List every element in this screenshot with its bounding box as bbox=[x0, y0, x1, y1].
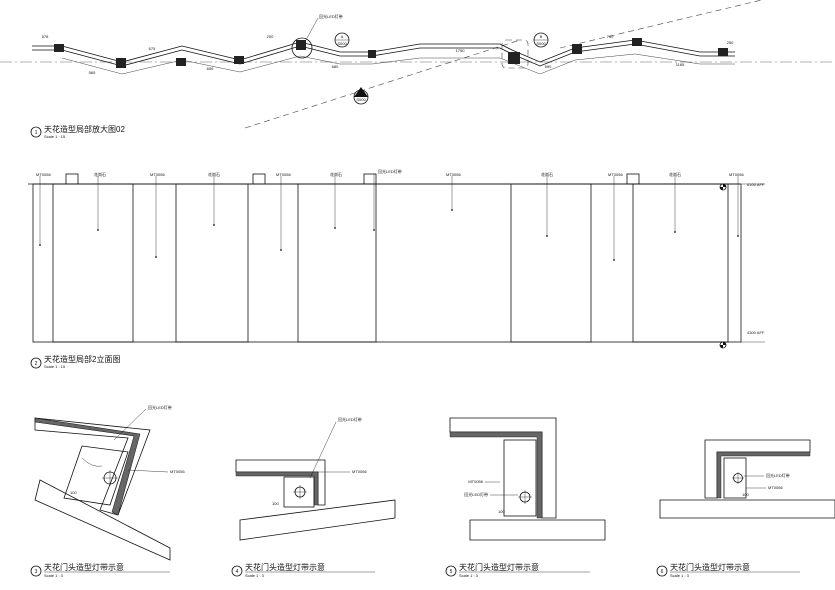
detail-5-title: 天花门头造型灯带示意 bbox=[459, 562, 539, 572]
detail-4-mt-label: MT0056 bbox=[352, 469, 367, 474]
elev-mt-3: MT0056 bbox=[276, 172, 291, 177]
detail-3: 回光LED灯带 MT0056 100 3 天花门头造型灯带示意 Scale 1 … bbox=[30, 404, 185, 578]
led-label-1: 回光LED灯带 bbox=[319, 13, 343, 19]
detail-6-dim: 100 bbox=[742, 492, 749, 497]
level-marker-top: 6100 AFF bbox=[719, 182, 765, 191]
detail-4-title: 天花门头造型灯带示意 bbox=[245, 562, 325, 572]
elev-led-label: 回光LED灯带 bbox=[378, 168, 402, 174]
detail-6-led-label: 回光LED灯带 bbox=[766, 472, 790, 478]
detail-5: MT0056 回光LED灯带 100 5 天花门头造型灯带示意 Scale 1 … bbox=[445, 417, 606, 578]
dim-bottom-3: 680 bbox=[332, 64, 339, 69]
drawing-1-title-block: 1 天花造型局部放大图02 Scale 1 : 15 bbox=[30, 124, 125, 139]
section-marker-b: B S000 bbox=[533, 32, 549, 48]
level-top-label: 6100 AFF bbox=[747, 182, 765, 187]
section-marker-b-bottom: S000 bbox=[536, 41, 546, 46]
detail-4: 回光LED灯带 MT0056 100 4 天花门头造型灯带示意 Scale 1 … bbox=[231, 416, 396, 578]
dim-top-4: 1750 bbox=[456, 48, 466, 53]
ceiling-profile bbox=[32, 39, 735, 75]
elev-stone-1: 花岗石 bbox=[94, 171, 106, 177]
elev-stone-4: 花岗石 bbox=[541, 171, 553, 177]
section-marker-c: S000 bbox=[353, 87, 369, 105]
section-marker-c-label: S000 bbox=[356, 97, 366, 102]
detail-4-scale: Scale 1 : 3 bbox=[245, 573, 265, 578]
level-bottom-label: 4300 AFF bbox=[747, 330, 765, 335]
dim-bottom-4: 590 bbox=[545, 64, 552, 69]
elevation-labels: MT0056 花岗石 MT0056 花岗石 MT0056 花岗石 回光LED灯带… bbox=[36, 168, 744, 261]
drawing-2-scale: Scale 1 : 15 bbox=[44, 364, 66, 369]
dim-top-1: 578 bbox=[42, 34, 49, 39]
detail-5-mt-label: MT0056 bbox=[468, 479, 483, 484]
detail-3-mt-label: MT0056 bbox=[170, 469, 185, 474]
guide-line-2 bbox=[559, 0, 763, 49]
detail-3-title: 天花门头造型灯带示意 bbox=[44, 562, 124, 572]
detail-3-dim: 100 bbox=[70, 490, 77, 495]
section-marker-b-top: B bbox=[540, 34, 543, 39]
detail-bubble-1 bbox=[291, 37, 313, 59]
light-box-nodes bbox=[54, 38, 728, 68]
drawing-2-title: 天花造型局部2立面图 bbox=[44, 354, 120, 364]
dim-bottom-1: 565 bbox=[89, 70, 96, 75]
elev-stone-3: 花岗石 bbox=[330, 171, 342, 177]
detail-3-number: 3 bbox=[35, 569, 38, 575]
drawing-1-number: 1 bbox=[35, 130, 38, 136]
section-marker-a: A S000 bbox=[334, 32, 350, 48]
elev-stone-2: 花岗石 bbox=[208, 171, 220, 177]
drawing-1-scale: Scale 1 : 15 bbox=[44, 134, 66, 139]
detail-4-number: 4 bbox=[236, 569, 239, 575]
dim-bottom-2: 650 bbox=[207, 66, 214, 71]
dim-top-2: 675 bbox=[149, 46, 156, 51]
detail-6-scale: Scale 1 : 3 bbox=[670, 573, 690, 578]
drawing-2-title-block: 2 天花造型局部2立面图 Scale 1 : 15 bbox=[30, 354, 120, 369]
level-marker-bottom: 4300 AFF bbox=[719, 330, 765, 349]
drawing-1-plan: A S000 B S000 S000 回光LED灯带 578 675 200 1… bbox=[0, 0, 835, 139]
plan-dimensions: 578 675 200 1750 740 250 565 650 680 590… bbox=[42, 34, 734, 75]
dim-bottom-5: 1165 bbox=[676, 62, 685, 67]
section-marker-a-bottom: S000 bbox=[337, 41, 347, 46]
detail-6-title: 天花门头造型灯带示意 bbox=[670, 562, 750, 572]
detail-5-dim: 100 bbox=[498, 509, 505, 514]
led-leader-1 bbox=[305, 17, 319, 41]
drawing-2-number: 2 bbox=[35, 361, 38, 367]
drawing-1-title: 天花造型局部放大图02 bbox=[44, 124, 125, 134]
detail-4-dim: 100 bbox=[272, 501, 279, 506]
dim-top-6: 250 bbox=[727, 40, 734, 45]
drawing-2-elevation: MT0056 花岗石 MT0056 花岗石 MT0056 花岗石 回光LED灯带… bbox=[28, 168, 765, 369]
detail-3-scale: Scale 1 : 3 bbox=[44, 573, 64, 578]
dim-top-5: 740 bbox=[607, 34, 614, 39]
elev-mt-2: MT0056 bbox=[150, 172, 165, 177]
detail-3-led-label: 回光LED灯带 bbox=[148, 404, 172, 410]
elevation-frame bbox=[32, 183, 742, 343]
detail-6: 回光LED灯带 MT0056 100 6 天花门头造型灯带示意 Scale 1 … bbox=[656, 439, 835, 578]
elev-mt-4: MT0056 bbox=[446, 172, 461, 177]
section-marker-a-top: A bbox=[341, 34, 344, 39]
detail-5-scale: Scale 1 : 3 bbox=[459, 573, 479, 578]
detail-4-led-label: 回光LED灯带 bbox=[338, 416, 362, 422]
elev-mt-6: MT0056 bbox=[729, 172, 744, 177]
detail-6-mt-label: MT0056 bbox=[768, 485, 783, 490]
elev-stone-5: 花岗石 bbox=[669, 171, 681, 177]
stone-panels bbox=[52, 183, 729, 343]
detail-5-led-label: 回光LED灯带 bbox=[464, 491, 488, 497]
dim-top-3: 200 bbox=[267, 34, 274, 39]
elev-mt-1: MT0056 bbox=[36, 172, 51, 177]
elev-mt-5: MT0056 bbox=[608, 172, 623, 177]
detail-5-number: 5 bbox=[450, 569, 453, 575]
detail-6-number: 6 bbox=[661, 569, 664, 575]
guide-line-1 bbox=[244, 39, 521, 129]
detail-bubble-2 bbox=[501, 39, 529, 69]
